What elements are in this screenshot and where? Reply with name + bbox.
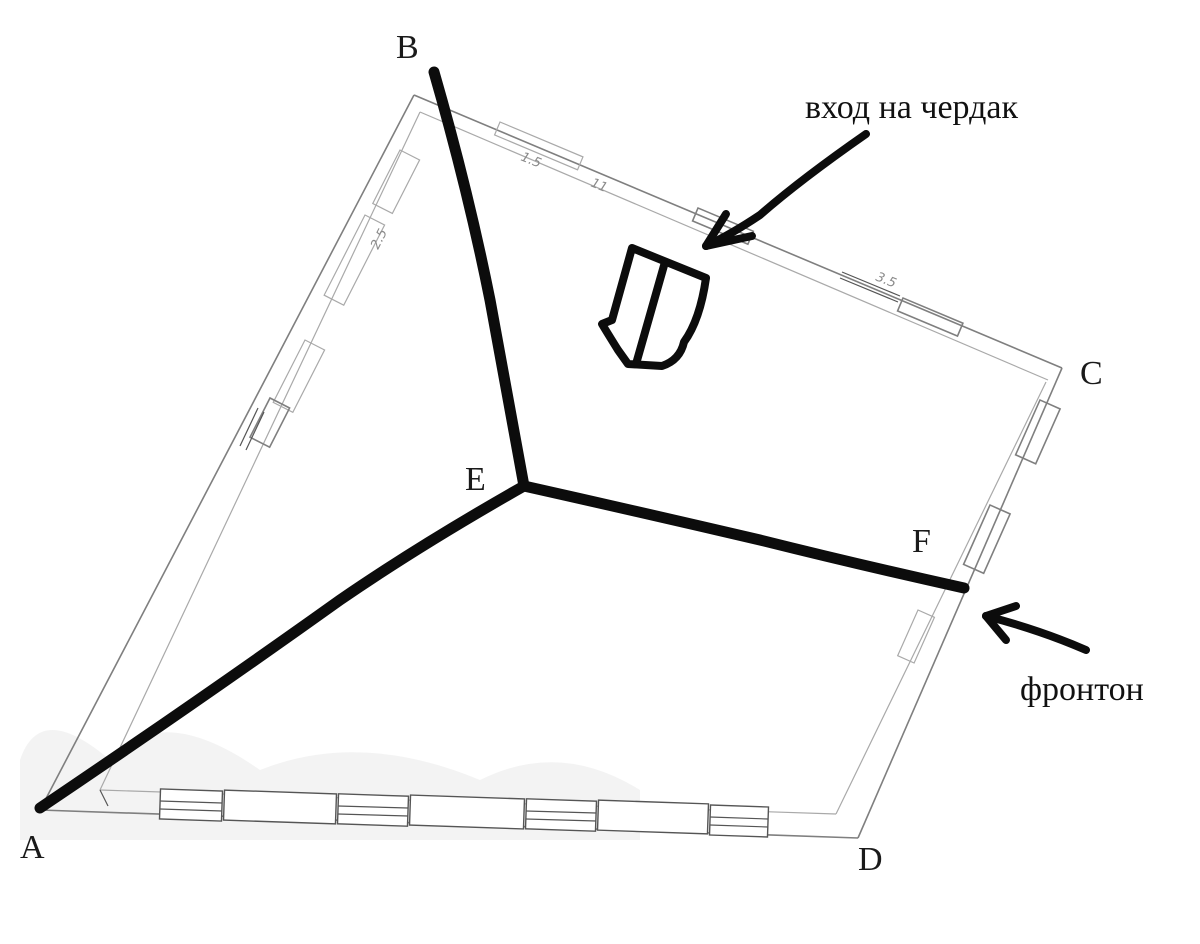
ridge-line-ea bbox=[34, 480, 530, 814]
point-label-c: C bbox=[1080, 355, 1103, 392]
wall-segment bbox=[493, 121, 584, 171]
plan-mark: 1.5 bbox=[519, 150, 544, 172]
wall-cd-outer bbox=[857, 367, 1063, 839]
wall-panel bbox=[408, 794, 526, 830]
wall-detail bbox=[239, 407, 259, 447]
wall-segment bbox=[323, 214, 386, 306]
attic-hatch-icon bbox=[598, 244, 710, 370]
window bbox=[158, 788, 224, 822]
wall-ab-inner bbox=[99, 111, 421, 791]
window bbox=[708, 804, 770, 838]
point-label-a: A bbox=[20, 829, 45, 866]
bottom-windows bbox=[99, 788, 770, 838]
attic-entrance-label: вход на чердак bbox=[805, 89, 1018, 126]
point-label-f: F bbox=[912, 523, 931, 560]
wall-cd-inner bbox=[835, 381, 1047, 815]
window bbox=[336, 793, 410, 827]
wall-detail bbox=[245, 411, 265, 451]
wall-detail bbox=[99, 789, 109, 807]
point-label-d: D bbox=[858, 841, 883, 878]
ridge-line-be bbox=[428, 66, 530, 492]
wall-segment bbox=[248, 396, 291, 449]
wall-ab-outer bbox=[39, 94, 415, 811]
wall-detail bbox=[841, 271, 901, 297]
pediment-arrow-icon bbox=[982, 602, 1090, 654]
wall-segment bbox=[896, 296, 964, 338]
wall-panel bbox=[596, 799, 710, 835]
pediment-label: фронтон bbox=[1020, 671, 1144, 708]
window bbox=[524, 798, 598, 832]
point-label-e: E bbox=[465, 461, 486, 498]
wall-segment bbox=[1014, 398, 1062, 465]
wall-segment bbox=[371, 149, 421, 215]
plan-mark: 2.5 bbox=[368, 227, 391, 252]
point-label-b: B bbox=[396, 29, 419, 66]
plan-mark: 3.5 bbox=[874, 270, 899, 292]
building-outline bbox=[39, 94, 1063, 839]
wall-segment bbox=[962, 503, 1012, 575]
wall-panel bbox=[222, 789, 338, 825]
wall-segment bbox=[272, 339, 326, 414]
roof-ridges bbox=[34, 66, 970, 814]
ridge-line-ef bbox=[518, 480, 970, 594]
wall-segment bbox=[896, 609, 936, 664]
wall-bc-inner bbox=[419, 111, 1049, 381]
wall-detail bbox=[839, 277, 899, 303]
plan-mark: 11 bbox=[589, 176, 610, 196]
attic-arrow-icon bbox=[702, 130, 870, 250]
